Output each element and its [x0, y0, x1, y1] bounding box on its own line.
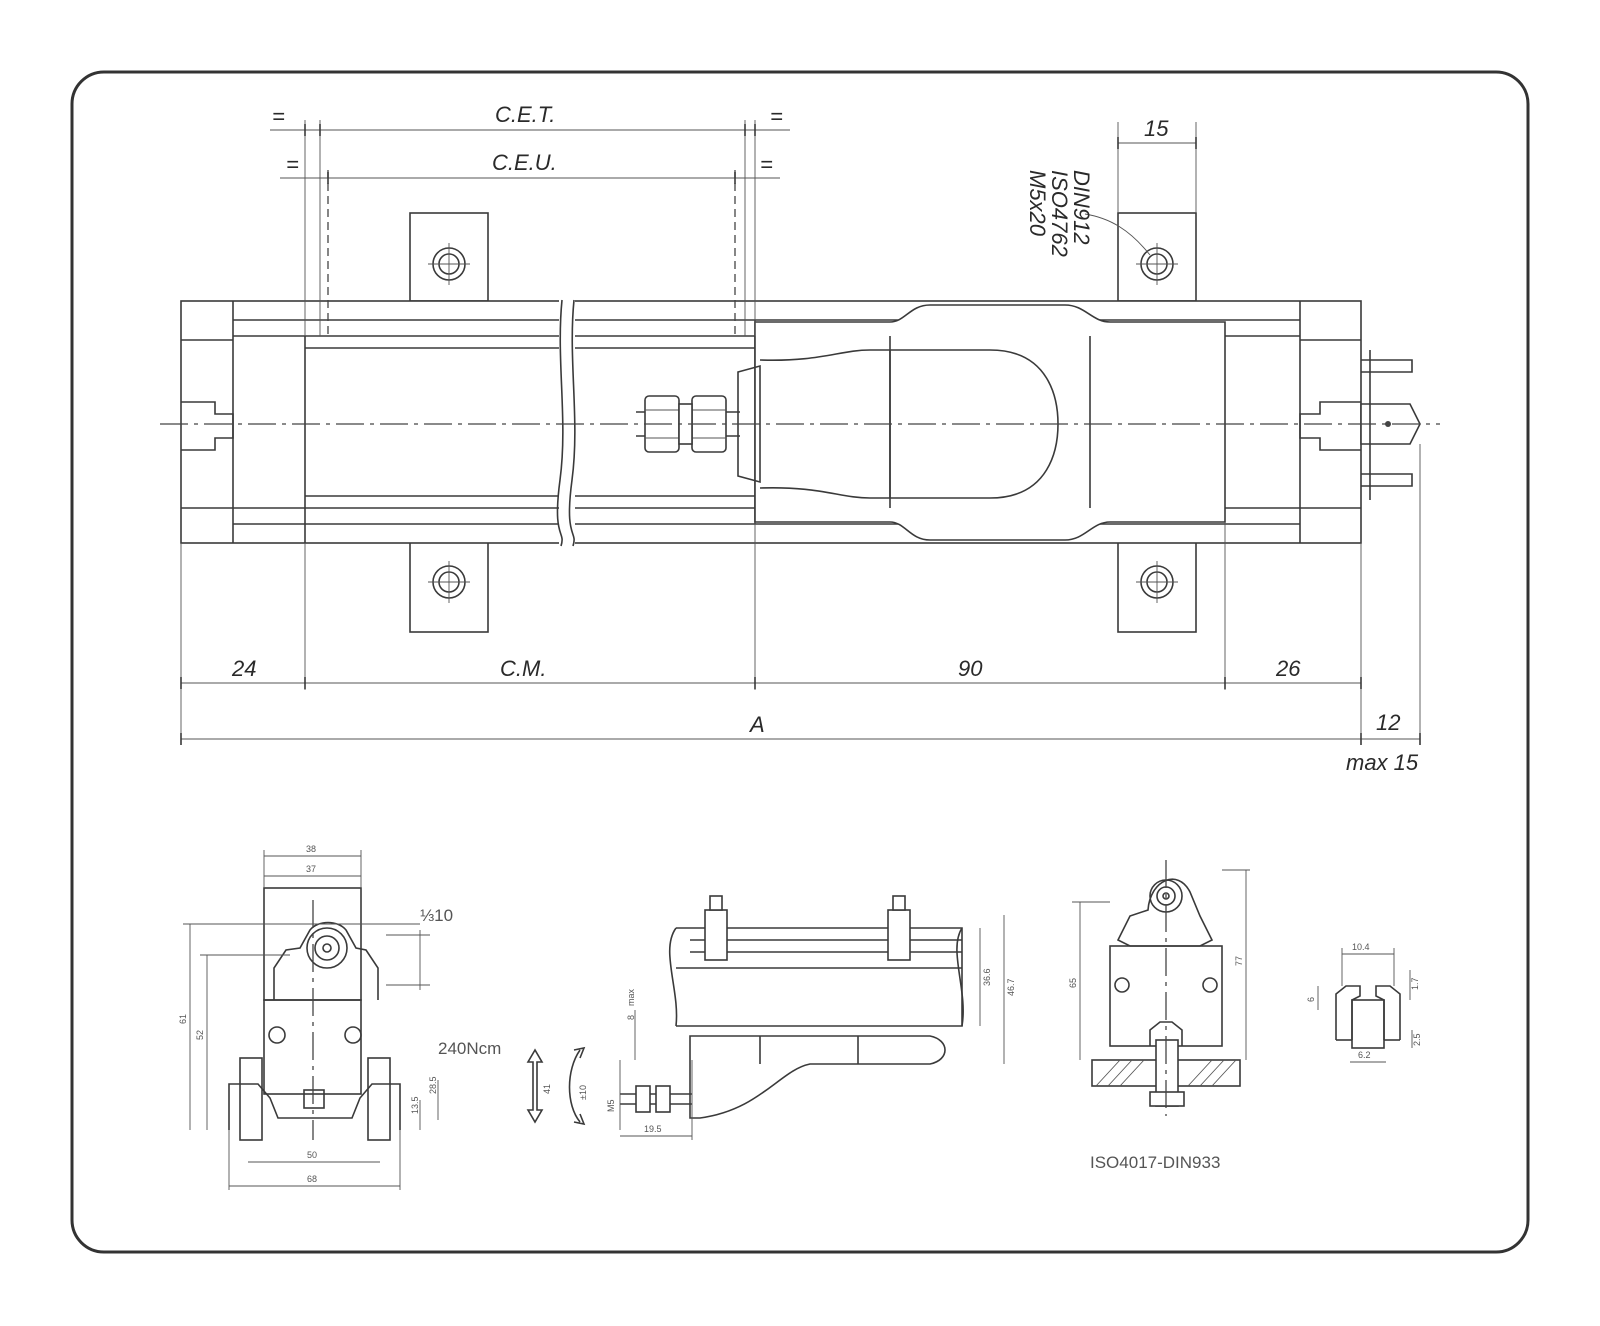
- dim-41: 41: [542, 1084, 552, 1094]
- dim-52: 52: [195, 1030, 205, 1040]
- arrow-vertical-icon: [526, 1048, 544, 1124]
- dim-68: 68: [307, 1174, 317, 1184]
- dim-ceu: C.E.U.: [492, 150, 557, 175]
- rail-break: [556, 296, 576, 548]
- bracket-top-right: [1117, 212, 1197, 302]
- screw-spec-line-1: M5x20: [1025, 170, 1050, 237]
- dim-46: 46.7: [1006, 978, 1016, 996]
- bracket-top-left: [409, 212, 489, 302]
- equal-mark-1: =: [272, 104, 285, 129]
- hatching: [1095, 1059, 1237, 1087]
- dim-28: 28.5: [428, 1076, 438, 1094]
- detail-section-2: 65 77 ISO4017-DIN933: [1068, 860, 1250, 1172]
- dim-36: 36.6: [982, 968, 992, 986]
- dimension-lines: [180, 124, 1421, 745]
- dim-8: 8: [626, 1015, 636, 1020]
- dim-10s: ±10: [578, 1085, 588, 1100]
- dim-37: 37: [306, 864, 316, 874]
- bolt-spec-label: ISO4017-DIN933: [1090, 1153, 1220, 1172]
- dim-24: 24: [231, 656, 256, 681]
- dim-62: 6.2: [1358, 1050, 1371, 1060]
- bracket-bottom-right: [1117, 541, 1197, 633]
- dim-104: 10.4: [1352, 942, 1370, 952]
- top-view: = = = = C.E.T. C.E.U. 15 M5x20 ISO4762 D…: [160, 102, 1440, 775]
- screw-spec-line-2: ISO4762: [1047, 170, 1072, 257]
- dim-10: ⅓10: [420, 906, 453, 925]
- detail-section-1: 38 37 ⅓10 61 52 240Ncm 28.5 13.5 50 68: [178, 844, 501, 1190]
- screw-spec-label: M5x20 ISO4762 DIN912: [1025, 170, 1094, 257]
- dim-12: 12: [1376, 710, 1400, 735]
- screw-spec-line-3: DIN912: [1069, 170, 1094, 245]
- dim-90: 90: [958, 656, 983, 681]
- dim-max15: max 15: [1346, 750, 1419, 775]
- detail-rail-profile: 10.4 6 1.7 6.2 2.5: [1306, 942, 1422, 1063]
- dim-19: 19.5: [644, 1124, 662, 1134]
- projection-lines: [180, 120, 1421, 745]
- dim-max: max: [626, 988, 636, 1006]
- dim-38: 38: [306, 844, 316, 854]
- equal-mark-3: =: [770, 104, 783, 129]
- arrow-rotate-icon: [568, 1046, 586, 1126]
- bracket-bottom-left: [409, 541, 489, 633]
- dim-section2-right: 77: [1234, 956, 1244, 966]
- equal-mark-2: =: [286, 152, 299, 177]
- dim-15-top: 15: [1144, 116, 1169, 141]
- dim-cm: C.M.: [500, 656, 546, 681]
- dim-a: A: [748, 712, 765, 737]
- dim-25: 2.5: [1412, 1033, 1422, 1046]
- dim-13: 13.5: [410, 1096, 420, 1114]
- dim-m5: M5: [606, 1099, 616, 1112]
- dim-61: 61: [178, 1014, 188, 1024]
- torque-label: 240Ncm: [438, 1039, 501, 1058]
- dim-26: 26: [1275, 656, 1301, 681]
- dim-section2-left: 65: [1068, 978, 1078, 988]
- detail-side-view: 41 ±10 max 8 M5 19.5 36.6 46.7: [526, 895, 1016, 1140]
- dim-cet: C.E.T.: [495, 102, 555, 127]
- dim-50: 50: [307, 1150, 317, 1160]
- actuator-cylinder: [737, 304, 1226, 541]
- equal-mark-4: =: [760, 152, 773, 177]
- dim-17: 1.7: [1410, 977, 1420, 990]
- drawing-frame: [70, 70, 1530, 1254]
- dim-6: 6: [1306, 997, 1316, 1002]
- end-fitting: [1360, 350, 1421, 500]
